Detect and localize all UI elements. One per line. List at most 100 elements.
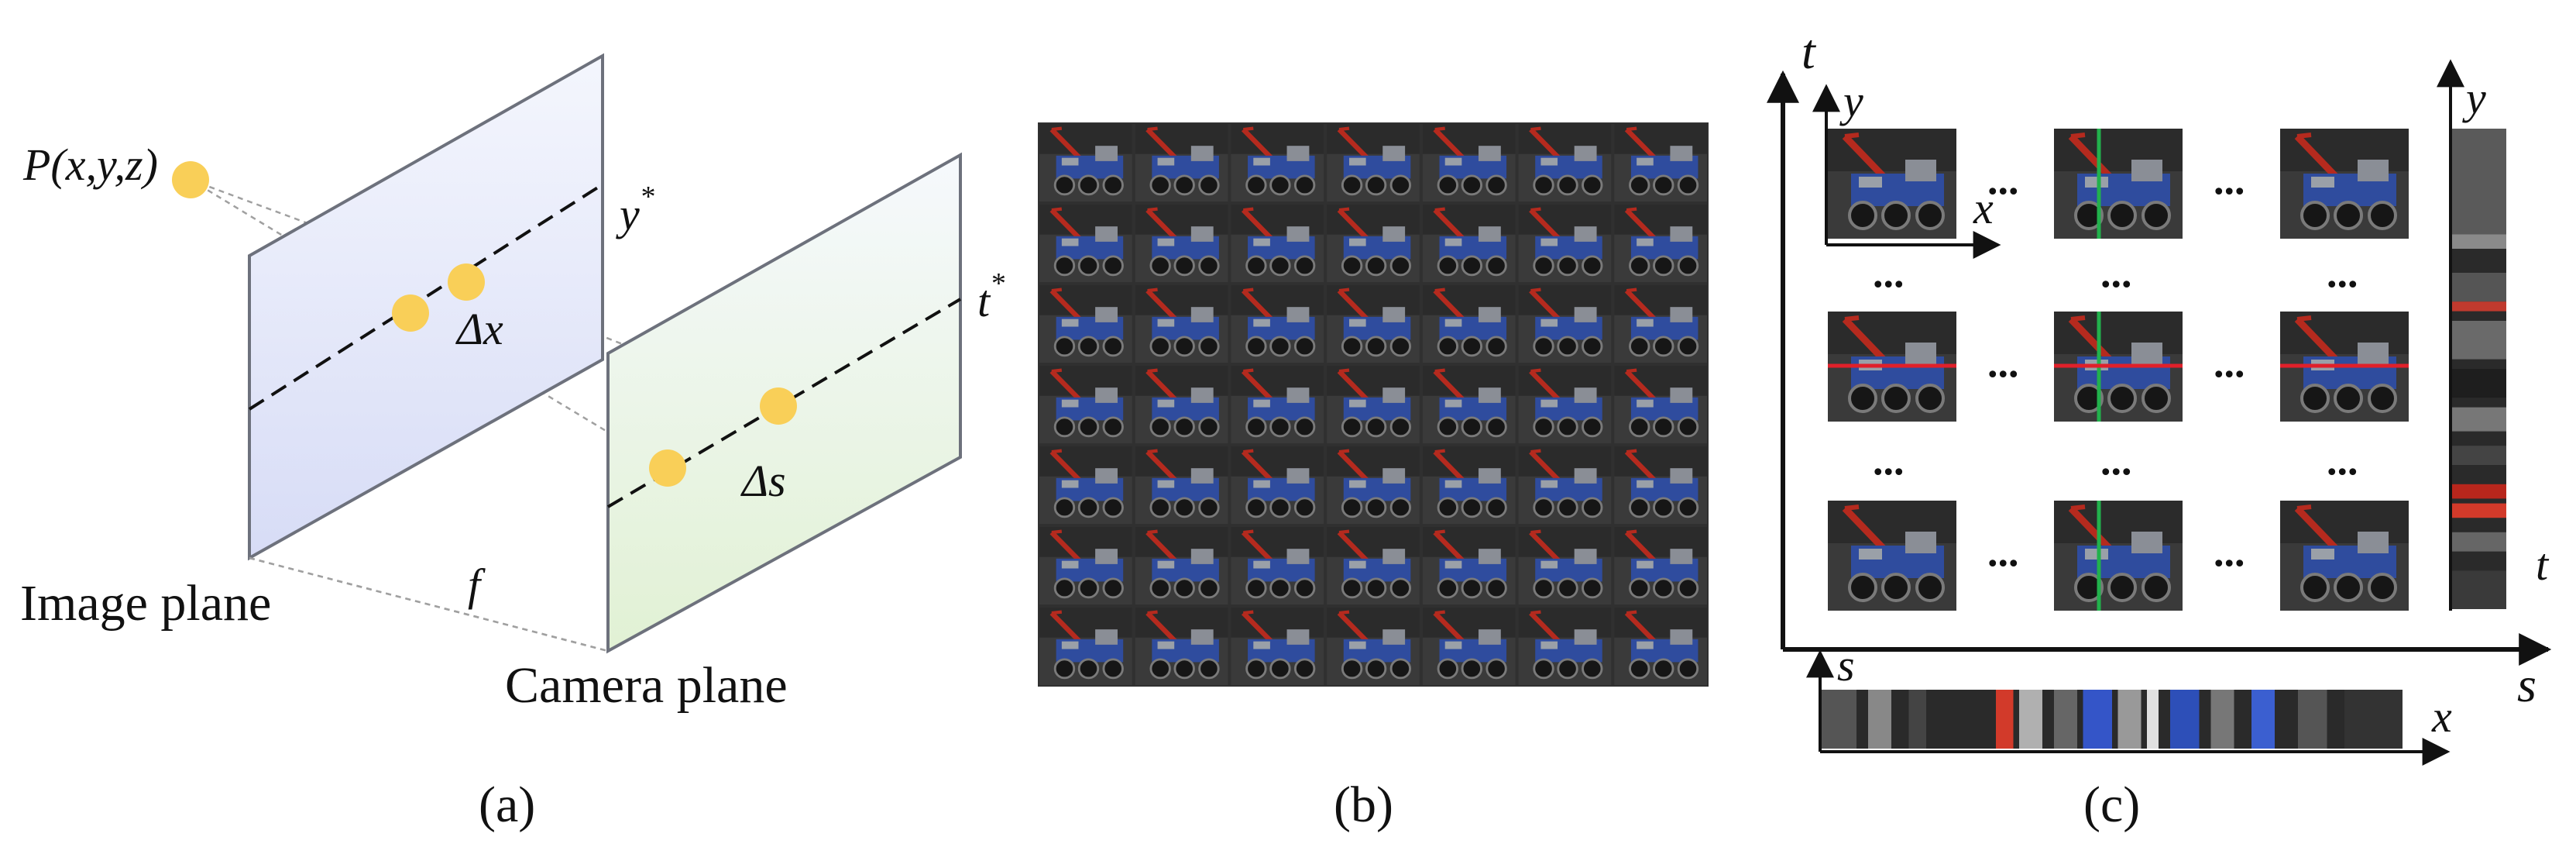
panel-a: P(x,y,z) y* t* Δx Δs f Image plane Camer… [20,53,1005,833]
epi-strip-horizontal [1822,690,2403,749]
subaperture-view [1519,205,1612,282]
epi-band [1908,690,1926,749]
view-thumbnail [2054,129,2183,239]
epi-band [1996,690,2014,749]
image-point-1 [448,263,485,301]
subaperture-view [1423,527,1516,604]
camera-plane-label: Camera plane [505,657,788,714]
subaperture-view [1614,285,1707,363]
ellipsis: ... [1987,529,2019,575]
epi-band [2251,690,2275,749]
subaperture-view [1614,205,1707,282]
epi-band [2452,532,2506,552]
subaperture-view [1327,285,1420,363]
subaperture-view [1519,285,1612,363]
bottom-x-label: x [2431,691,2452,742]
epi-band [1822,690,1856,749]
epi-band [2452,369,2506,398]
right-y-label: y [2462,73,2486,123]
view-thumbnail [1828,129,1956,239]
subaperture-view [1039,366,1132,443]
focal-label: f [468,560,486,610]
subaperture-view [1231,285,1324,363]
ellipsis: ... [2327,250,2358,296]
subaperture-view [1039,608,1132,685]
ellipsis: ... [1987,157,2019,203]
subaperture-view [1327,608,1420,685]
subaperture-view [1231,608,1324,685]
inner-x-label: x [1973,183,1994,233]
subaperture-view [1327,366,1420,443]
subaperture-view [1519,446,1612,524]
ellipsis: ... [2214,529,2245,575]
epi-band [2452,273,2506,302]
ellipsis: ... [2100,437,2132,484]
epi-band [2452,321,2506,360]
epi-band [2083,690,2112,749]
subaperture-view [1614,446,1707,524]
subaperture-view [1423,608,1516,685]
subaperture-view [1327,527,1420,604]
subaperture-view [1135,527,1228,604]
axis-t-label: t [1801,24,1817,79]
epi-band [2452,503,2506,518]
subaperture-grid [1038,122,1709,687]
right-t-label: t [2536,539,2550,590]
subaperture-view [1135,446,1228,524]
epi-band [2210,690,2234,749]
subaperture-view [1614,527,1707,604]
subaperture-view [1519,124,1612,201]
subaperture-view [1614,608,1707,685]
view-thumbnail [2280,129,2409,239]
subaperture-view [1039,527,1132,604]
subaperture-view [1614,366,1707,443]
ellipses: .................................... [1873,157,2358,575]
panel-b: (b) [1038,122,1709,833]
subaperture-view [1519,527,1612,604]
view-thumbnail [1828,501,1956,611]
subaperture-view [1423,124,1516,201]
ellipsis: ... [2100,250,2132,296]
subaperture-view [1519,608,1612,685]
panel-c: t s y x ................................… [1767,24,2552,833]
y-star-label: y* [616,181,654,239]
inner-y-label: y [1839,76,1863,126]
subaperture-view [1231,124,1324,201]
subaperture-view [1231,527,1324,604]
subaperture-view [1423,446,1516,524]
epi-band [2170,690,2200,749]
epi-band [2117,690,2142,749]
point-label: P(x,y,z) [22,139,158,190]
subaperture-view [1135,366,1228,443]
camera-point-1 [760,387,797,425]
subaperture-view [1519,366,1612,443]
epi-strip-vertical [2452,129,2506,609]
subaperture-view [1327,446,1420,524]
subaperture-view [1039,205,1132,282]
epi-band [2298,690,2327,749]
ellipsis: ... [1873,437,1905,484]
bottom-s-label: s [1837,640,1855,690]
epi-band [2054,690,2077,749]
ellipsis: ... [2327,437,2358,484]
subaperture-view [1135,205,1228,282]
ellipsis: ... [2214,157,2245,203]
focal-line [249,556,609,653]
subaperture-view [1039,124,1132,201]
image-point-2 [392,294,429,332]
ellipsis: ... [1987,339,2019,386]
axis-s-label: s [2517,657,2537,712]
subaperture-view [1231,366,1324,443]
caption-a: (a) [479,777,535,833]
epi-band [1868,690,1891,749]
view-thumbnails [1828,129,2409,611]
point-p [172,161,209,198]
ellipsis: ... [1873,250,1905,296]
subaperture-view [1135,608,1228,685]
subaperture-view [1423,366,1516,443]
epi-band [2452,129,2506,235]
image-plane-dashed-line [248,183,604,411]
subaperture-view [1135,124,1228,201]
caption-b: (b) [1334,777,1393,833]
epi-band [2452,234,2506,249]
